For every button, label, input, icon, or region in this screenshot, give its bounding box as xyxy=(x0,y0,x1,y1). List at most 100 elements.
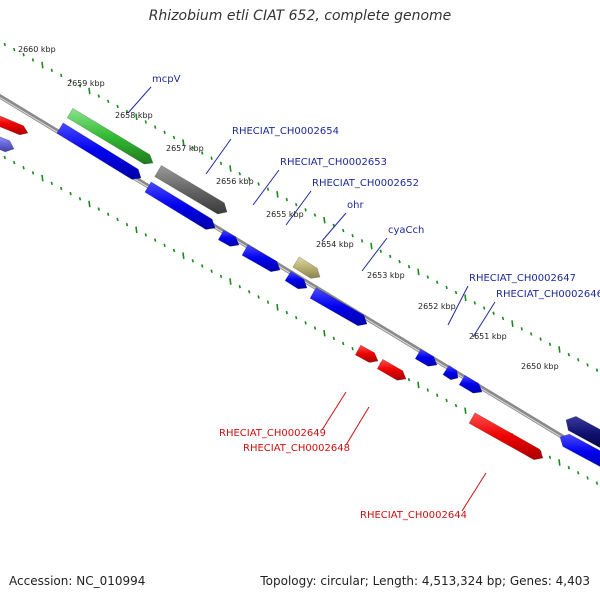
scale-label: 2654 kbp xyxy=(316,240,354,249)
scale-tick xyxy=(351,347,354,351)
scale-tick xyxy=(13,47,16,52)
scale-tick xyxy=(201,264,204,268)
gene-label[interactable]: RHECIAT_CH0002647 xyxy=(469,273,576,284)
scale-tick xyxy=(351,234,354,238)
scale-tick xyxy=(69,78,72,83)
scale-tick xyxy=(248,177,251,181)
scale-tick xyxy=(464,407,467,415)
gene-label-leader-lines xyxy=(127,86,496,512)
scale-tick xyxy=(13,160,16,165)
scale-tick xyxy=(229,278,232,285)
gene-label[interactable]: RHECIAT_CH0002648 xyxy=(243,443,350,454)
scale-tick xyxy=(342,228,345,233)
scale-tick xyxy=(50,181,53,185)
scale-tick xyxy=(426,275,429,279)
scale-tick xyxy=(511,320,514,327)
scale-tick xyxy=(182,252,185,259)
scale-tick xyxy=(595,481,599,485)
scale-tick xyxy=(97,94,100,98)
scale-tick xyxy=(41,61,44,69)
gene-arrow xyxy=(354,344,379,363)
scale-label: 2650 kbp xyxy=(521,362,559,371)
scale-label: 2651 kbp xyxy=(469,332,507,341)
scale-tick xyxy=(125,222,129,227)
leader-line xyxy=(461,472,487,512)
scale-tick xyxy=(88,200,91,208)
gene-arrow xyxy=(284,270,308,290)
gene-arrow xyxy=(0,115,29,136)
scale-tick xyxy=(3,42,6,47)
leader-line xyxy=(321,212,347,242)
scale-tick xyxy=(586,476,589,480)
topology-text: Topology: circular; Length: 4,513,324 bp… xyxy=(260,574,590,588)
scale-tick xyxy=(210,156,213,160)
scale-tick xyxy=(295,202,298,207)
gene-label[interactable]: RHECIAT_CH0002649 xyxy=(219,428,326,439)
scale-tick xyxy=(548,455,552,459)
gene-arrow xyxy=(144,181,216,230)
scale-tick xyxy=(172,248,176,253)
scale-tick xyxy=(144,120,147,124)
scale-tick xyxy=(501,316,505,321)
gene-label[interactable]: ohr xyxy=(347,200,364,211)
scale-tick xyxy=(313,326,317,330)
scale-tick xyxy=(492,311,495,315)
scale-tick xyxy=(154,238,157,242)
scale-tick xyxy=(31,58,35,62)
scale-tick xyxy=(22,53,25,57)
scale-tick xyxy=(295,315,298,320)
scale-tick xyxy=(257,182,260,186)
scale-tick xyxy=(78,84,82,88)
leader-line xyxy=(285,190,312,226)
gene-label[interactable]: RHECIAT_CH0002653 xyxy=(280,157,387,168)
mcpV-gene-arrow xyxy=(66,107,154,165)
scale-tick xyxy=(31,171,35,175)
scale-label: 2659 kbp xyxy=(67,79,105,88)
scale-tick xyxy=(191,146,194,150)
scale-tick xyxy=(163,130,166,135)
scale-tick xyxy=(436,280,439,284)
gene-label[interactable]: RHECIAT_CH0002646 xyxy=(496,289,600,300)
gene-arrow xyxy=(468,412,544,461)
gene-arrow xyxy=(309,287,368,327)
scale-tick xyxy=(445,398,448,403)
gene-label[interactable]: RHECIAT_CH0002652 xyxy=(312,178,419,189)
scale-tick xyxy=(577,358,580,362)
leader-line xyxy=(361,237,388,272)
accession-text: Accession: NC_010994 xyxy=(9,574,146,588)
scale-tick xyxy=(530,332,533,336)
scale-tick xyxy=(154,125,157,129)
gene-arrow xyxy=(442,365,459,381)
scale-tick xyxy=(144,233,147,237)
scale-tick xyxy=(539,337,542,341)
scale-label: 2660 kbp xyxy=(18,45,56,54)
gene-arrow xyxy=(0,136,15,153)
gene-label[interactable]: mcpV xyxy=(152,74,181,85)
scale-tick xyxy=(548,342,552,346)
scale-label: 2658 kbp xyxy=(115,111,153,120)
gene-label[interactable]: cyaCch xyxy=(388,225,424,236)
scale-tick xyxy=(558,459,561,466)
scale-tick xyxy=(426,388,429,392)
scale-tick xyxy=(22,166,25,170)
scale-tick xyxy=(135,113,138,121)
scale-tick xyxy=(238,171,241,176)
scale-tick xyxy=(595,368,599,372)
scale-tick xyxy=(520,327,523,331)
gene-arrow xyxy=(376,358,407,381)
scale-tick xyxy=(276,191,279,198)
gene-label[interactable]: RHECIAT_CH0002644 xyxy=(360,510,467,521)
gene-label[interactable]: RHECIAT_CH0002654 xyxy=(232,126,339,137)
scale-tick xyxy=(60,73,63,78)
scale-tick xyxy=(266,300,270,304)
scale-tick xyxy=(3,155,6,160)
scale-tick xyxy=(257,295,260,299)
scale-tick xyxy=(229,165,232,172)
scale-tick xyxy=(360,239,364,243)
scale-tick xyxy=(116,217,119,222)
scale-tick xyxy=(219,161,223,166)
scale-tick xyxy=(313,213,317,217)
scale-tick xyxy=(417,381,420,389)
scale-tick xyxy=(389,254,392,259)
